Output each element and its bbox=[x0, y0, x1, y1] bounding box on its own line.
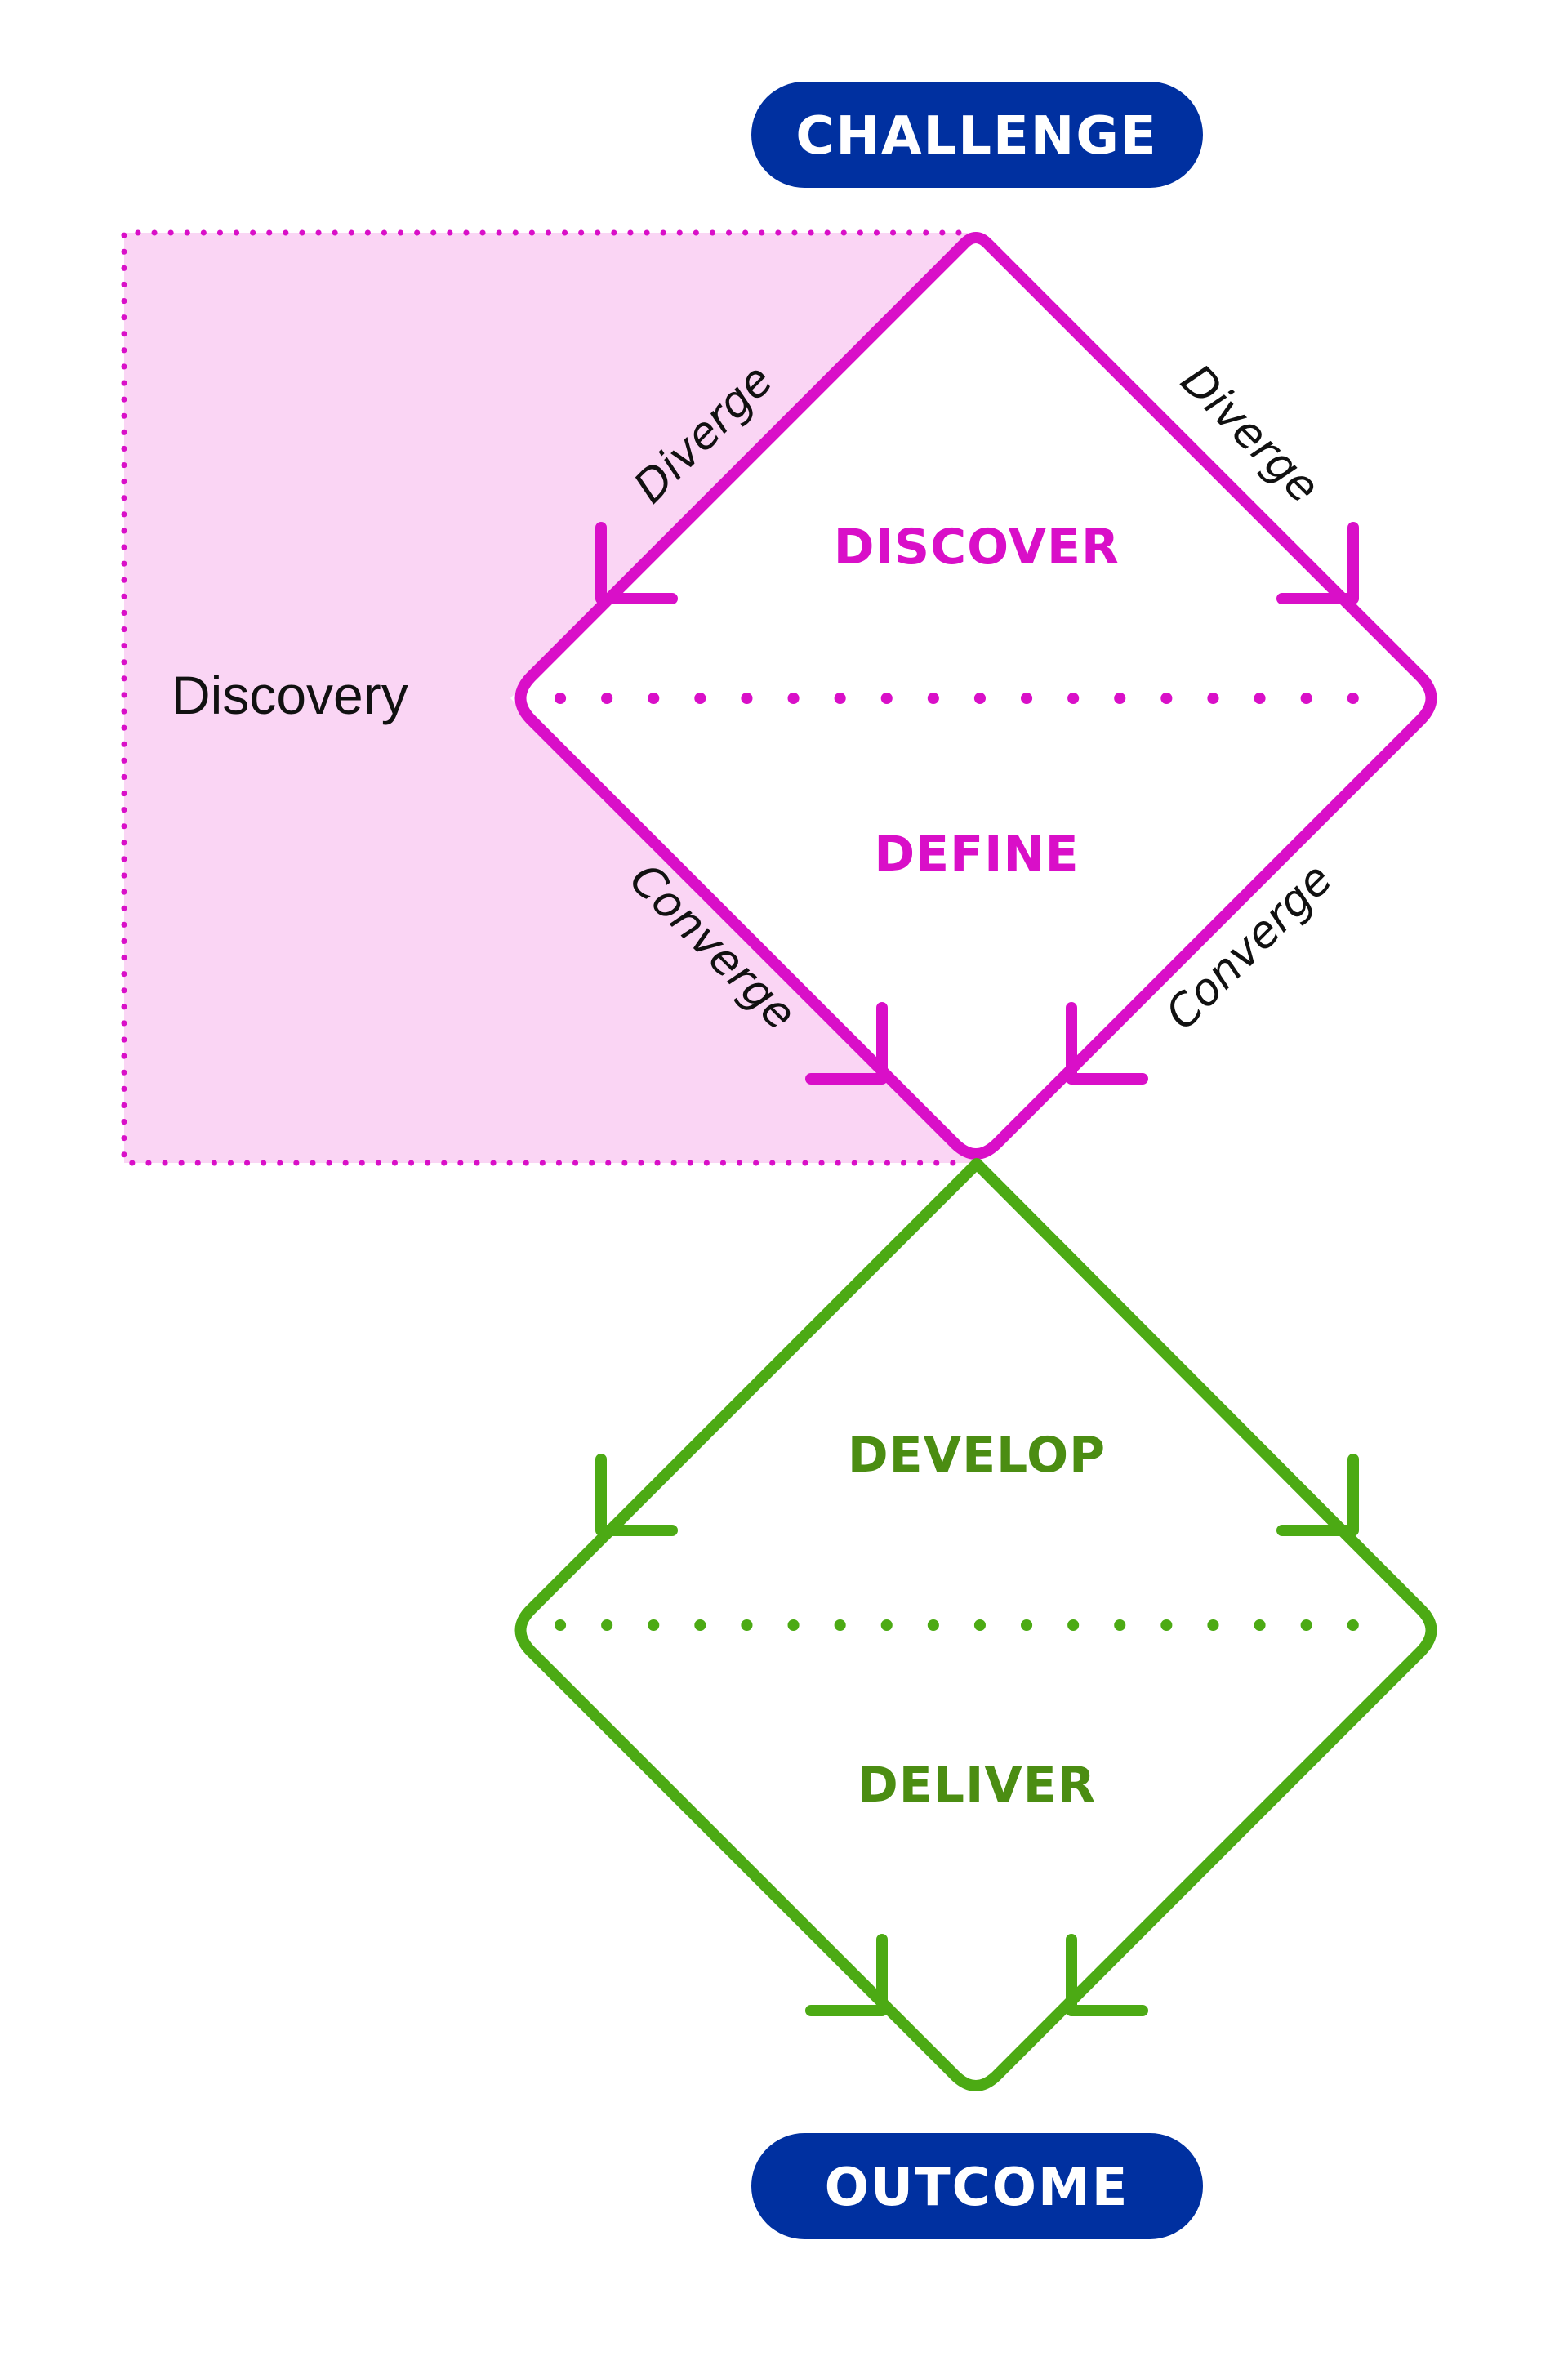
challenge-pill: CHALLENGE bbox=[751, 82, 1203, 188]
diverge-left-arrowhead-icon bbox=[595, 522, 678, 604]
challenge-label: CHALLENGE bbox=[795, 106, 1157, 167]
develop-left-arrowhead-icon bbox=[595, 1454, 678, 1536]
deliver-right-arrowhead-icon bbox=[1066, 1934, 1148, 2016]
develop-label: DEVELOP bbox=[848, 1427, 1106, 1484]
develop-deliver-diamond-outline bbox=[514, 1158, 1437, 2091]
deliver-left-arrowhead-icon bbox=[805, 1934, 888, 2016]
converge-left-arrowhead-icon bbox=[805, 1002, 888, 1085]
develop-right-arrowhead-icon bbox=[1276, 1454, 1359, 1536]
discovery-region bbox=[121, 229, 975, 1166]
discovery-label: Discovery bbox=[172, 665, 408, 725]
diverge-right-arrowhead-icon bbox=[1276, 522, 1359, 604]
discovery-region-dotted-border bbox=[121, 229, 962, 1166]
converge-right-arrowhead-icon bbox=[1066, 1002, 1148, 1085]
discovery-region-fill bbox=[124, 233, 975, 1163]
develop-deliver-diamond: DEVELOP DELIVER bbox=[514, 1158, 1437, 2091]
discover-label: DISCOVER bbox=[834, 519, 1120, 576]
challenge-pill-background bbox=[751, 82, 1203, 188]
converge-right-label: Converge bbox=[1156, 853, 1342, 1040]
outcome-label: OUTCOME bbox=[825, 2158, 1129, 2218]
diverge-right-label: Diverge bbox=[1171, 354, 1330, 513]
define-label: DEFINE bbox=[874, 826, 1079, 883]
outcome-pill-background bbox=[751, 2133, 1203, 2239]
deliver-label: DELIVER bbox=[858, 1757, 1096, 1814]
discover-define-diamond-outline bbox=[514, 232, 1437, 1160]
outcome-pill: OUTCOME bbox=[751, 2133, 1203, 2239]
